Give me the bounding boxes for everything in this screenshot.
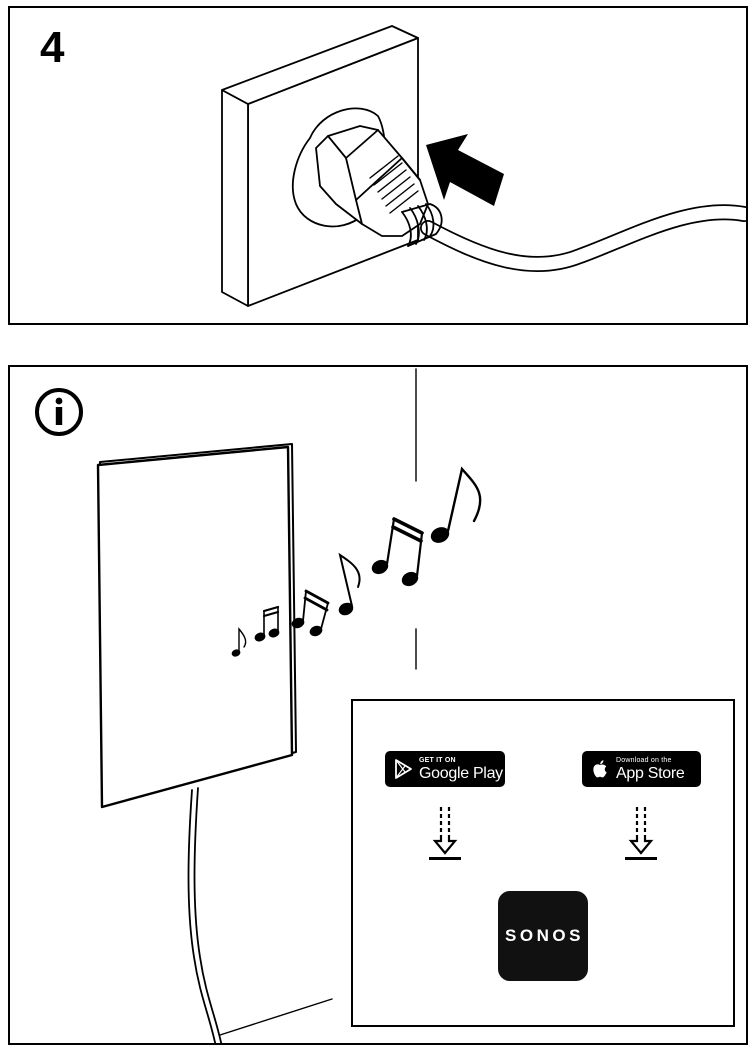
app-store-badge[interactable]: Download on the App Store bbox=[582, 751, 701, 787]
step-4-panel: 4 bbox=[8, 6, 748, 325]
speaker-cable bbox=[187, 789, 217, 1043]
play-triangle-icon bbox=[395, 759, 412, 779]
socket-plate-side bbox=[221, 89, 249, 307]
download-arrow-icon bbox=[625, 807, 657, 860]
info-icon bbox=[35, 388, 83, 436]
app-store-small-text: Download on the bbox=[616, 757, 672, 764]
socket-plate-top bbox=[221, 25, 419, 105]
push-arrow-icon bbox=[426, 134, 504, 206]
plug-strain-relief bbox=[401, 203, 435, 247]
music-notes-icon bbox=[231, 466, 482, 657]
speaker-illustration bbox=[96, 368, 482, 1043]
google-play-small-text: GET IT ON bbox=[419, 757, 456, 764]
step-number: 4 bbox=[40, 23, 65, 72]
plug-socket-illustration bbox=[221, 25, 746, 307]
sonos-app-icon[interactable]: SONOS bbox=[498, 891, 588, 981]
google-play-big-text: Google Play bbox=[419, 765, 503, 782]
plug-grip bbox=[369, 155, 419, 214]
download-arrow-icon bbox=[429, 807, 461, 860]
info-panel: GET IT ON Google Play Download on the Ap… bbox=[8, 365, 748, 1045]
speaker-front bbox=[96, 445, 294, 809]
app-download-box: GET IT ON Google Play Download on the Ap… bbox=[351, 699, 735, 1027]
sonos-logo-text: SONOS bbox=[505, 926, 584, 945]
app-store-big-text: App Store bbox=[616, 765, 685, 782]
google-play-badge[interactable]: GET IT ON Google Play bbox=[385, 751, 505, 787]
floor-line bbox=[219, 998, 333, 1036]
apple-logo-icon bbox=[593, 760, 607, 778]
